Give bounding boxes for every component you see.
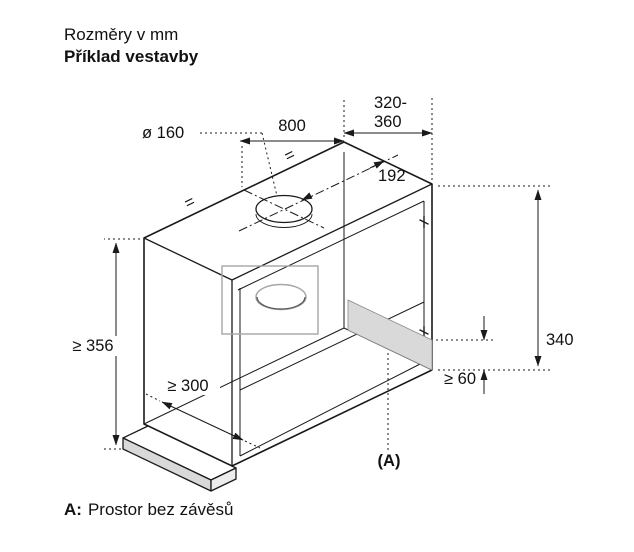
hood-unit xyxy=(221,265,319,335)
dim-depth-min-label: 320- xyxy=(374,94,407,112)
dim-front-clearance-label: ≥ 300 xyxy=(167,377,208,395)
equal-mark-left: = xyxy=(182,192,199,212)
dim-side-height-label: 340 xyxy=(546,331,574,349)
dim-width-800: 800 xyxy=(239,98,345,187)
marker-a-label: (A) xyxy=(378,452,401,470)
legend-key: A: xyxy=(64,500,82,519)
dim-depth-range: 320- 360 xyxy=(343,94,433,180)
page-title: Příklad vestavby xyxy=(64,47,199,66)
units-note: Rozměry v mm xyxy=(64,25,179,44)
equal-mark-right: = xyxy=(282,145,299,165)
dim-hole-diameter-label: ø 160 xyxy=(142,124,184,142)
dim-hole-offset: 192 xyxy=(301,160,406,201)
dim-depth-max-label: 360 xyxy=(374,113,402,131)
dim-hinge-free-height: ≥ 60 xyxy=(436,316,494,394)
header: Rozměry v mm Příklad vestavby xyxy=(64,24,198,68)
dim-side-height: 340 xyxy=(438,185,574,371)
duct-hole xyxy=(238,154,399,232)
hinge-marks xyxy=(419,216,429,338)
legend-text: Prostor bez závěsů xyxy=(87,500,234,519)
legend: A: Prostor bez závěsů xyxy=(64,500,233,520)
hinge-free-area xyxy=(347,299,433,371)
visor xyxy=(122,425,237,492)
dim-niche-height: ≥ 356 xyxy=(64,238,140,450)
dim-front-clearance: ≥ 300 xyxy=(145,377,261,449)
marker-a: (A) xyxy=(378,350,401,470)
dim-niche-height-label: ≥ 356 xyxy=(72,337,113,355)
dim-hole-offset-label: 192 xyxy=(378,167,406,185)
dim-hinge-free-label: ≥ 60 xyxy=(444,370,476,388)
dim-width-label: 800 xyxy=(278,117,306,135)
dim-hole-diameter: ø 160 xyxy=(142,124,278,197)
